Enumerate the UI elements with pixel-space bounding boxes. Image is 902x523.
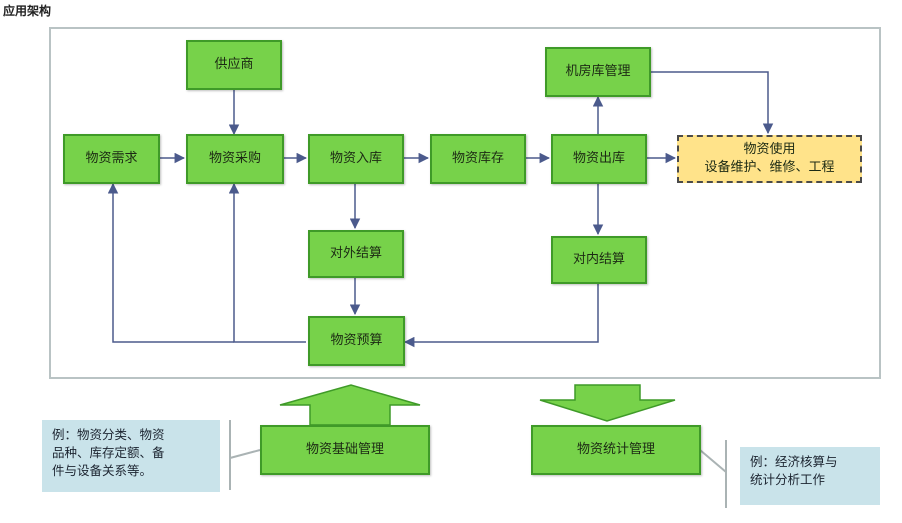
node-budget: 物资预算 xyxy=(308,316,405,366)
node-machine-room: 机房库管理 xyxy=(545,47,651,97)
node-inbound-label: 物资入库 xyxy=(329,151,382,167)
node-statistics-management: 物资统计管理 xyxy=(531,425,701,475)
node-external-settlement-label: 对外结算 xyxy=(329,246,382,262)
node-inventory: 物资库存 xyxy=(430,134,526,184)
note-basic-management: 例：物资分类、物资 品种、库存定额、备 件与设备关系等。 xyxy=(42,420,220,492)
node-statistics-management-label: 物资统计管理 xyxy=(576,442,655,458)
node-internal-settlement-label: 对内结算 xyxy=(572,252,625,268)
node-basic-management: 物资基础管理 xyxy=(260,425,430,475)
node-inventory-label: 物资库存 xyxy=(451,151,504,167)
node-basic-management-label: 物资基础管理 xyxy=(305,442,384,458)
node-inbound: 物资入库 xyxy=(308,134,404,184)
node-outbound: 物资出库 xyxy=(551,134,647,184)
node-external-settlement: 对外结算 xyxy=(308,230,404,278)
note-bracket-left xyxy=(229,420,261,490)
node-supplier-label: 供应商 xyxy=(214,57,254,73)
note-bracket-right xyxy=(699,440,727,508)
arrow-budget-to-demand xyxy=(107,182,234,343)
note-left-line1: 例：物资分类、物资 xyxy=(52,427,165,442)
arrow-machine-room-to-usage xyxy=(651,71,774,135)
node-budget-label: 物资预算 xyxy=(330,333,383,349)
node-demand-label: 物资需求 xyxy=(85,151,138,167)
node-outbound-label: 物资出库 xyxy=(572,151,625,167)
node-procurement: 物资采购 xyxy=(186,134,284,184)
big-arrow-down xyxy=(539,384,676,422)
note-right-line2: 统计分析工作 xyxy=(750,472,826,488)
node-internal-settlement: 对内结算 xyxy=(551,236,647,284)
node-procurement-label: 物资采购 xyxy=(208,151,261,167)
node-supplier: 供应商 xyxy=(186,40,282,90)
node-usage-line1: 物资使用 xyxy=(743,142,796,158)
note-left-line3: 件与设备关系等。 xyxy=(52,463,153,479)
arrow-budget-to-procurement xyxy=(228,182,306,343)
big-arrow-up xyxy=(279,384,421,426)
note-right-line1: 例：经济核算与 xyxy=(750,454,838,469)
note-statistics-management: 例：经济核算与 统计分析工作 xyxy=(740,447,880,505)
note-left-line2: 品种、库存定额、备 xyxy=(52,445,165,461)
node-usage: 物资使用 设备维护、维修、工程 xyxy=(677,135,862,183)
arrow-internal-settlement-to-budget xyxy=(403,284,599,348)
node-demand: 物资需求 xyxy=(63,134,160,184)
node-machine-room-label: 机房库管理 xyxy=(565,64,631,80)
page-title: 应用架构 xyxy=(3,4,52,18)
node-usage-line2: 设备维护、维修、工程 xyxy=(704,160,835,175)
